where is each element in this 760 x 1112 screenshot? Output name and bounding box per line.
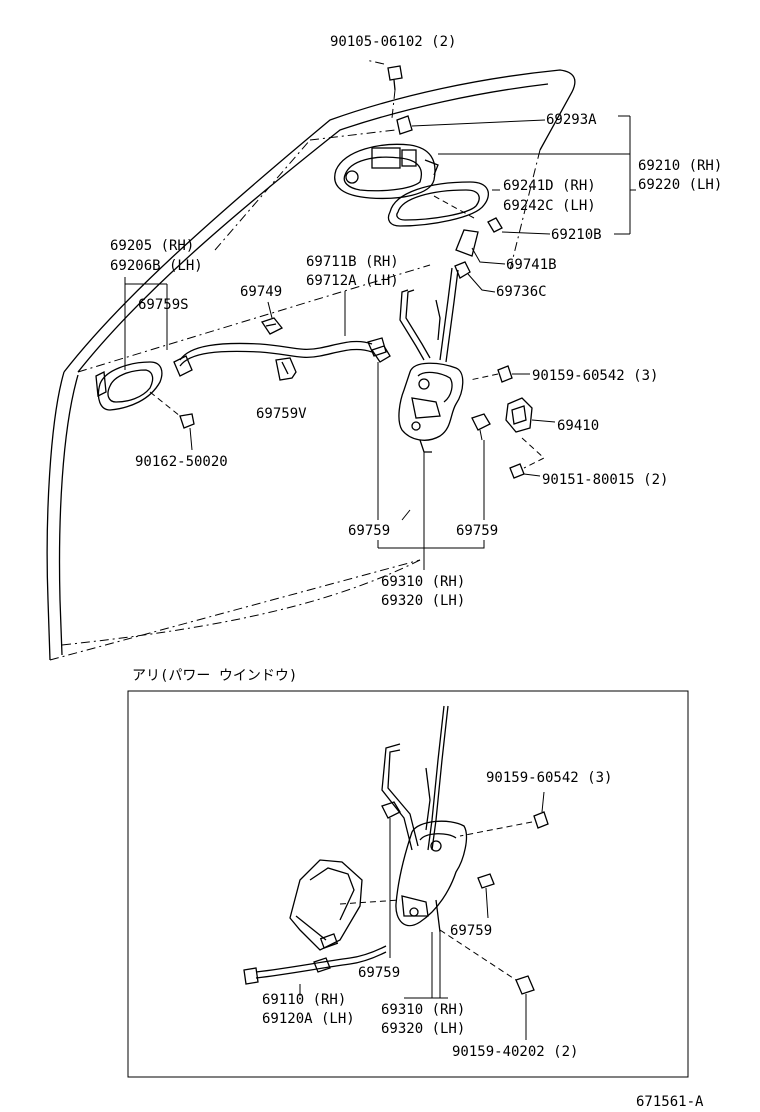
inset-frame (127, 690, 689, 1078)
label-69310: 69310 (RH) (381, 574, 465, 590)
screw-90162-50020 (179, 413, 195, 451)
label-screw-90105-06102: 90105-06102 (2) (330, 34, 456, 50)
label-screw-90162-50020: 90162-50020 (135, 454, 228, 470)
part-69759-left (370, 345, 391, 363)
inset-label-69120a: 69120A (LH) (262, 1011, 355, 1027)
inset-label-69759-right: 69759 (450, 923, 492, 939)
clip-69210b (487, 217, 551, 235)
inset-door-lock-assembly (381, 705, 468, 933)
label-69220: 69220 (LH) (638, 177, 722, 193)
control-cable (173, 337, 387, 377)
screw-90151-80015 (509, 437, 545, 479)
label-69293a: 69293A (546, 112, 597, 128)
inset-part-69759-right (477, 873, 495, 919)
inset-label-69110: 69110 (RH) (262, 992, 346, 1008)
screw-90105-06102 (365, 59, 403, 119)
part-69736c (454, 261, 496, 293)
inset-screw-90159-40202 (439, 929, 535, 1040)
inset-label-69310: 69310 (RH) (381, 1002, 465, 1018)
label-69206b: 69206B (LH) (110, 258, 203, 274)
figure-id: 671561-A (636, 1094, 704, 1110)
outside-handle (334, 115, 439, 200)
label-69749: 69749 (240, 284, 282, 300)
inset-label-screw-90159-60542: 90159-60542 (3) (486, 770, 612, 786)
inset-caption: アリ(パワー ウインドウ) (132, 668, 297, 684)
label-screw-90151-80015: 90151-80015 (2) (542, 472, 668, 488)
inset-label-screw-90159-40202: 90159-40202 (2) (452, 1044, 578, 1060)
label-69210b: 69210B (551, 227, 602, 243)
door-lock-assembly (398, 267, 464, 453)
label-69741b: 69741B (506, 257, 557, 273)
inset-lock-motor (243, 859, 387, 996)
label-69205: 69205 (RH) (110, 238, 194, 254)
label-69759-left: 69759 (348, 523, 390, 539)
part-69741b (455, 229, 506, 265)
label-69736c: 69736C (496, 284, 547, 300)
inside-handle (95, 361, 163, 411)
label-69410: 69410 (557, 418, 599, 434)
inset-screw-90159-60542 (459, 791, 549, 837)
inset-part-69759-left (381, 801, 401, 958)
inset-label-69320: 69320 (LH) (381, 1021, 465, 1037)
screw-90159-60542 (469, 365, 530, 383)
label-69320: 69320 (LH) (381, 593, 465, 609)
inset-label-69759-left: 69759 (358, 965, 400, 981)
door-outline (46, 69, 576, 661)
label-69759-right: 69759 (456, 523, 498, 539)
part-69749 (260, 317, 284, 335)
label-69210: 69210 (RH) (638, 158, 722, 174)
label-69759v: 69759V (256, 406, 307, 422)
label-69711b: 69711B (RH) (306, 254, 399, 270)
part-69759-right (471, 413, 491, 441)
door-striker (505, 397, 556, 433)
part-69759v (275, 357, 297, 381)
label-69241d: 69241D (RH) (503, 178, 596, 194)
label-69712a: 69712A (LH) (306, 273, 399, 289)
label-69759s: 69759S (138, 297, 189, 313)
label-screw-90159-60542: 90159-60542 (3) (532, 368, 658, 384)
handle-gasket (387, 181, 490, 227)
label-69242c: 69242C (LH) (503, 198, 596, 214)
